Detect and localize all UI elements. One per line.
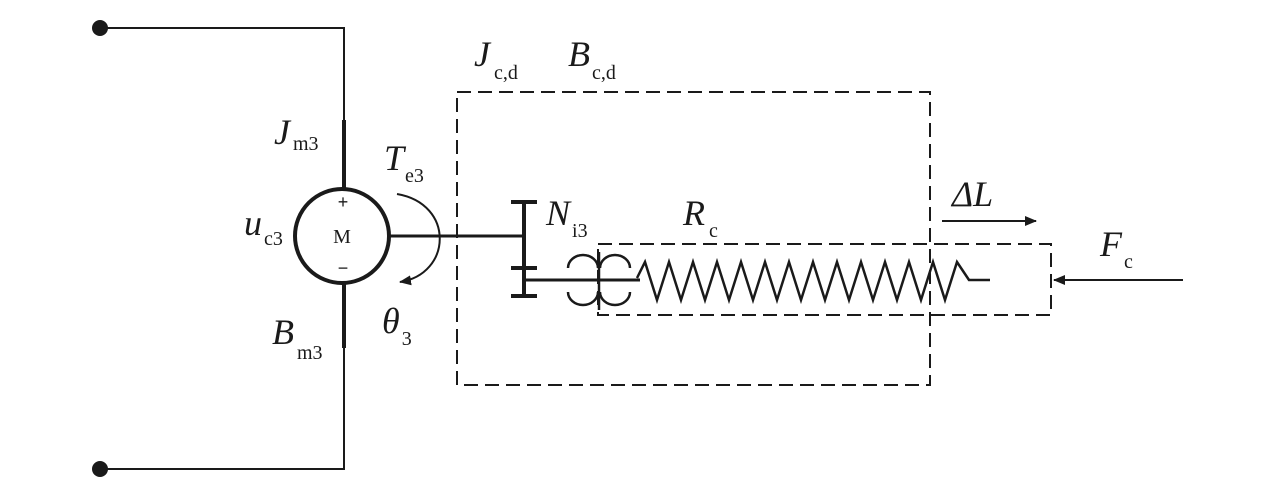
torque-arrow — [396, 193, 441, 286]
label-T-e3: Te3 — [384, 138, 424, 187]
supply-wiring — [100, 27, 345, 470]
transmission-dashed-box — [456, 91, 931, 386]
motor-plus-sign: + — [338, 192, 349, 212]
nut-dashed-box — [597, 243, 1052, 316]
gear-train — [511, 200, 537, 298]
motor: M + − — [293, 187, 391, 285]
spring — [635, 257, 990, 305]
motor-minus-sign: − — [338, 258, 349, 278]
label-delta-L: ΔL — [950, 174, 993, 214]
top-terminal — [92, 20, 108, 36]
label-B-m3: Bm3 — [272, 312, 323, 364]
motor-symbol: M — [333, 226, 351, 248]
bottom-terminal — [92, 461, 108, 477]
